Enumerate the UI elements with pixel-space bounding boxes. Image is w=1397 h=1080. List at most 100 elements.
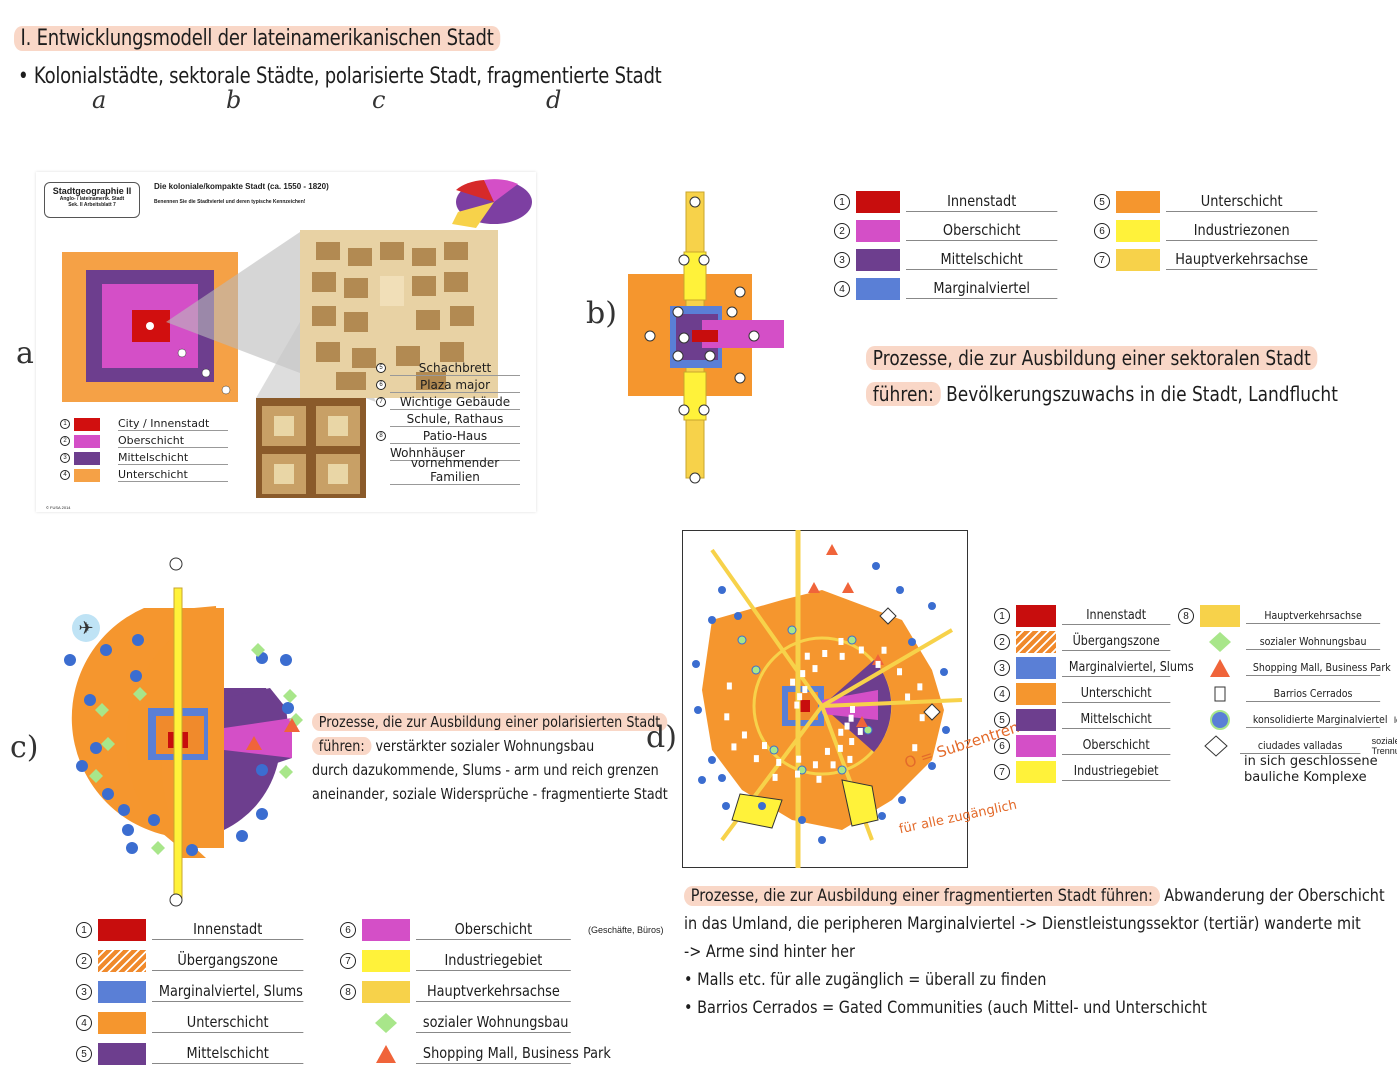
color-swatch (1016, 683, 1056, 705)
legend-number: 1 (76, 922, 92, 938)
legend-row: 5 Mittelschicht (76, 1042, 328, 1066)
legend-row: sozialer Wohnungsbau (1178, 630, 1397, 654)
color-swatch (1016, 657, 1056, 679)
barrio-square (812, 665, 818, 673)
color-swatch (98, 1012, 146, 1034)
legend-label: City / Innenstadt (118, 417, 228, 431)
consolidated-dot (751, 665, 761, 675)
feature-label: Schule, Rathaus (390, 412, 520, 427)
circle-icon (1200, 709, 1240, 731)
color-swatch (362, 950, 410, 972)
marker-number (704, 350, 716, 362)
marginal-dot (708, 616, 716, 624)
marginal-dot (282, 702, 294, 714)
letter-d: d (546, 86, 562, 114)
color-swatch (1016, 735, 1056, 757)
marginal-dot (90, 742, 102, 754)
color-swatch (1016, 761, 1056, 783)
barrio-square (912, 744, 918, 752)
legend-label: Mittelschicht (152, 1044, 304, 1064)
barrio-square (905, 693, 911, 701)
legend-row: sozialer Wohnungsbau (340, 1011, 596, 1035)
barrio-square (794, 770, 800, 778)
barrio-square (830, 761, 836, 769)
barrio-square (881, 646, 887, 654)
marginal-dot (722, 802, 730, 810)
diamond-icon (362, 1012, 410, 1034)
marginal-dot (236, 830, 248, 842)
section-b-process-hl: führen: (866, 382, 941, 406)
barrio-square (824, 747, 830, 755)
marginal-dot (76, 760, 88, 772)
marker-number (678, 254, 690, 266)
marginal-dot (872, 562, 880, 570)
barrio-square (812, 761, 818, 769)
section-c-process-line4: aneinander, soziale Widersprüche - fragm… (312, 785, 668, 803)
svg-text:✈: ✈ (78, 618, 93, 638)
consolidated-dot (797, 765, 807, 775)
social-housing-diamond (89, 769, 103, 783)
legend-label: Shopping Mall, Business Park (416, 1044, 611, 1064)
legend-number: 5 (76, 1046, 92, 1062)
legend-label: Industriezonen (1166, 221, 1318, 241)
feature-number: 7 (376, 397, 386, 407)
feature-row: Schule, Rathaus (376, 411, 520, 427)
marginal-dot (186, 844, 198, 856)
social-housing-diamond (251, 643, 265, 657)
marker-number (748, 330, 760, 342)
barrio-square (800, 670, 806, 678)
barrio-square (797, 693, 803, 701)
marginal-dot (102, 788, 114, 800)
legend-label: Marginalviertel (906, 279, 1058, 299)
legend-number: 8 (340, 984, 356, 1000)
page-title-text: I. Entwicklungsmodell der lateinamerikan… (14, 26, 501, 51)
marginal-dot (940, 668, 948, 676)
marginal-dot (908, 638, 916, 646)
barrio-square (772, 773, 778, 781)
legend-label: Shopping Mall, Business Park (1246, 661, 1391, 676)
section-d-process-line2: in das Umland, die peripheren Marginalvi… (684, 914, 1361, 934)
legend-label: Unterschicht (118, 468, 228, 482)
marginal-dot (130, 670, 142, 682)
mall-triangle (856, 716, 868, 727)
barrio-square (741, 731, 747, 739)
worksheet-badge-sub2: Sek. II Arbeitsblatt 7 (68, 202, 116, 208)
legend-number: 5 (994, 712, 1010, 728)
legend-number: 7 (1094, 252, 1110, 268)
barrio-square (838, 637, 844, 645)
marker-number (678, 332, 690, 344)
legend-label: Industriegebiet (416, 951, 571, 971)
marginal-dot (818, 836, 826, 844)
marginal-dot (692, 660, 700, 668)
barrio-square (790, 678, 796, 686)
legend-number: 2 (60, 436, 70, 446)
consolidated-dot (863, 725, 873, 735)
marker-number (672, 306, 684, 318)
barrio-square (804, 652, 810, 660)
legend-number: 3 (60, 453, 70, 463)
barrio-square (839, 652, 845, 660)
legend-label: Hauptverkehrsachse (416, 982, 571, 1002)
legend-number: 2 (834, 223, 850, 239)
legend-label: Mittelschicht (1062, 712, 1171, 729)
worksheet-badge-sub1: Anglo- / lateinamerik. Stadt (59, 196, 125, 202)
marginal-dot (132, 634, 144, 646)
barrio-square (917, 683, 923, 691)
section-c-letter: c) (10, 730, 39, 765)
section-d-process-hl: Prozesse, die zur Ausbildung einer fragm… (684, 886, 1160, 906)
marginal-dot (896, 586, 904, 594)
marker-number (734, 372, 746, 384)
feature-row: Wohnhäuser (376, 445, 520, 461)
legend-number: 4 (834, 281, 850, 297)
legend-number: 3 (76, 984, 92, 1000)
legend-label: Hauptverkehrsachse (1246, 609, 1381, 624)
social-housing-diamond (95, 703, 109, 717)
letter-a: a (92, 86, 107, 114)
mall-triangle (872, 654, 884, 665)
